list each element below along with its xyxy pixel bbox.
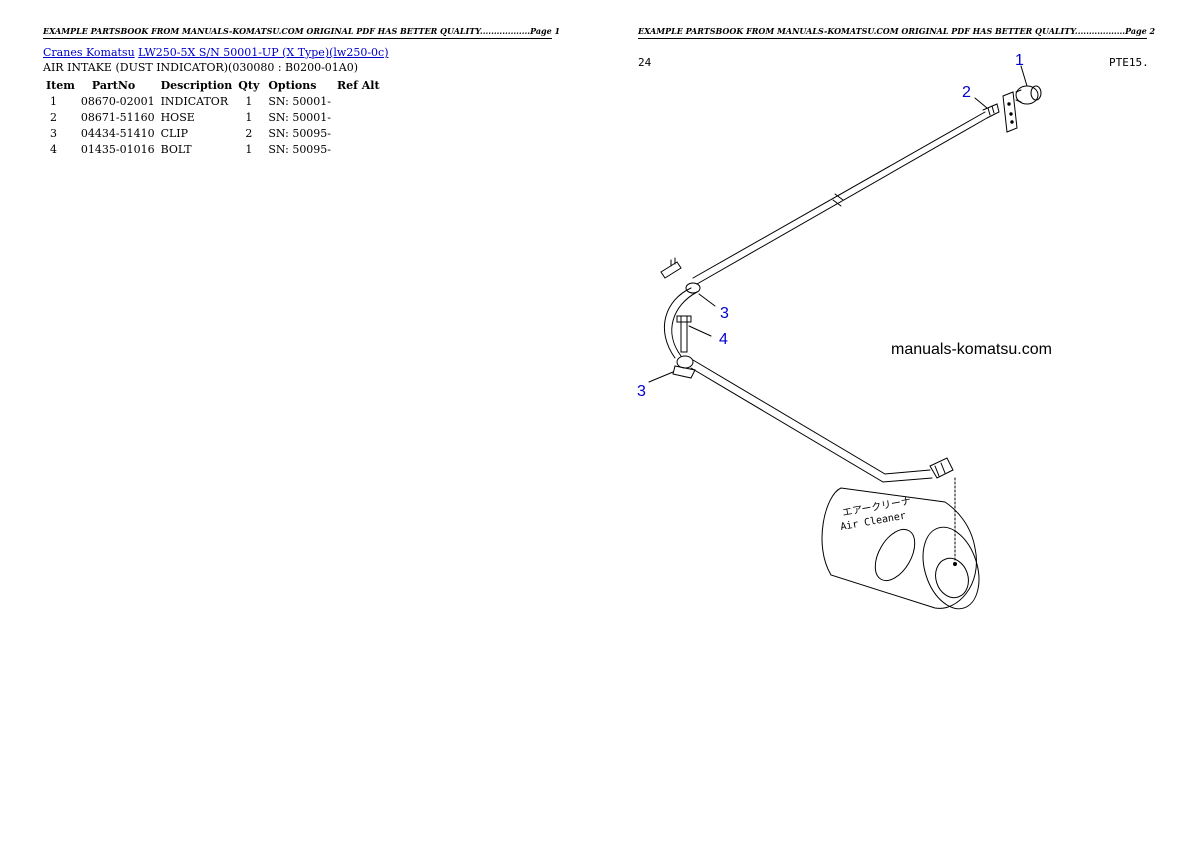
page-header: EXAMPLE PARTSBOOK FROM MANUALS-KOMATSU.C… <box>638 26 1155 39</box>
cell-refalt <box>334 93 383 109</box>
section-title: AIR INTAKE (DUST INDICATOR)(030080 : B02… <box>43 61 359 74</box>
table-row: 2 08671-51160 HOSE 1 SN: 50001- <box>43 109 383 125</box>
table-row: 3 04434-51410 CLIP 2 SN: 50095- <box>43 125 383 141</box>
callout-3-lower: 3 <box>637 383 646 400</box>
fitting-ridges <box>987 105 995 116</box>
bracket-plate <box>1002 91 1018 133</box>
clip-lower-ring <box>676 355 694 369</box>
hose-loop-outer <box>664 287 692 359</box>
col-header-item: Item <box>46 78 75 92</box>
bracket-hole <box>1009 112 1013 116</box>
col-header-refalt: Ref Alt <box>337 78 380 92</box>
cell-qty: 1 <box>245 110 253 124</box>
page-2: EXAMPLE PARTSBOOK FROM MANUALS-KOMATSU.C… <box>595 0 1190 842</box>
callout-2: 2 <box>962 84 971 101</box>
clip-upper-post <box>670 257 676 267</box>
cell-item: 1 <box>50 94 57 108</box>
elbow-fitting <box>929 457 954 479</box>
dust-indicator-face <box>1030 85 1042 101</box>
clip-upper-ring <box>685 282 701 294</box>
air-cleaner-end <box>922 526 980 610</box>
cell-partno: 08670-02001 <box>80 94 155 108</box>
cell-item: 3 <box>50 126 57 140</box>
col-header-qty: Qty <box>238 78 260 92</box>
table-header-row: Item PartNo Description Qty Options Ref … <box>43 77 383 93</box>
col-header-partno: PartNo <box>91 78 136 92</box>
cell-options: SN: 50001- <box>268 94 332 108</box>
bolt-head <box>676 315 692 323</box>
table-row: 1 08670-02001 INDICATOR 1 SN: 50001- <box>43 93 383 109</box>
cell-options: SN: 50095- <box>268 126 332 140</box>
air-cleaner-center <box>953 562 957 566</box>
cell-item: 4 <box>50 142 57 156</box>
line-art <box>648 65 1042 610</box>
cell-description: INDICATOR <box>160 94 229 108</box>
cell-qty: 2 <box>245 126 253 140</box>
parts-diagram: 24 PTE15. 1 2 3 4 3 manuals-komatsu.com … <box>637 52 1149 610</box>
bolt <box>680 315 688 353</box>
elbow-ridges <box>934 462 946 477</box>
cell-description: BOLT <box>160 142 192 156</box>
clip-lower-base <box>672 365 696 379</box>
dust-indicator-neck <box>1015 89 1022 103</box>
bracket-hole <box>1010 120 1014 124</box>
cell-refalt <box>334 141 383 157</box>
hose-lower-top <box>692 359 931 475</box>
hose-break <box>832 193 844 207</box>
hose-lower-bottom <box>690 367 933 483</box>
breadcrumb-link-cranes[interactable]: Cranes Komatsu <box>43 46 135 59</box>
col-header-description: Description <box>160 78 233 92</box>
page-1: EXAMPLE PARTSBOOK FROM MANUALS-KOMATSU.C… <box>43 26 560 157</box>
cell-description: HOSE <box>160 110 195 124</box>
air-cleaner-inlet <box>874 528 916 582</box>
cell-description: CLIP <box>160 126 189 140</box>
clip-upper <box>660 261 682 279</box>
cell-options: SN: 50095- <box>268 142 332 156</box>
leader-3-lower <box>648 371 674 383</box>
cell-refalt <box>334 109 383 125</box>
cell-partno: 08671-51160 <box>80 110 155 124</box>
breadcrumb-link-model[interactable]: LW250-5X S/N 50001-UP (X Type)(lw250-0c) <box>138 46 389 59</box>
hose-upper-bottom <box>696 117 988 285</box>
cell-partno: 01435-01016 <box>80 142 155 156</box>
leader-3-upper <box>698 293 716 307</box>
cell-partno: 04434-51410 <box>80 126 155 140</box>
leader-1 <box>1020 65 1028 87</box>
air-cleaner-outlet <box>935 557 969 599</box>
leader-2 <box>974 97 988 109</box>
callout-3-upper: 3 <box>720 305 729 322</box>
bracket-hole <box>1007 102 1011 106</box>
breadcrumb: Cranes Komatsu LW250-5X S/N 50001-UP (X … <box>43 46 389 59</box>
cell-options: SN: 50001- <box>268 110 332 124</box>
callout-1: 1 <box>1015 52 1024 69</box>
hose-loop-inner <box>671 291 698 357</box>
parts-table: Item PartNo Description Qty Options Ref … <box>43 77 383 157</box>
air-cleaner-body <box>821 487 977 609</box>
col-header-options: Options <box>268 78 317 92</box>
leader-4 <box>688 325 712 337</box>
cell-item: 2 <box>50 110 57 124</box>
diagram-corner-left: 24 <box>638 56 652 69</box>
page-header: EXAMPLE PARTSBOOK FROM MANUALS-KOMATSU.C… <box>43 26 560 39</box>
cell-qty: 1 <box>245 94 253 108</box>
callout-4: 4 <box>719 331 728 348</box>
hose-fitting <box>982 103 1000 119</box>
watermark: manuals-komatsu.com <box>891 341 1052 358</box>
cell-qty: 1 <box>245 142 253 156</box>
cell-refalt <box>334 125 383 141</box>
diagram-corner-right: PTE15. <box>1109 56 1149 69</box>
table-row: 4 01435-01016 BOLT 1 SN: 50095- <box>43 141 383 157</box>
hose-upper-top <box>692 111 986 279</box>
